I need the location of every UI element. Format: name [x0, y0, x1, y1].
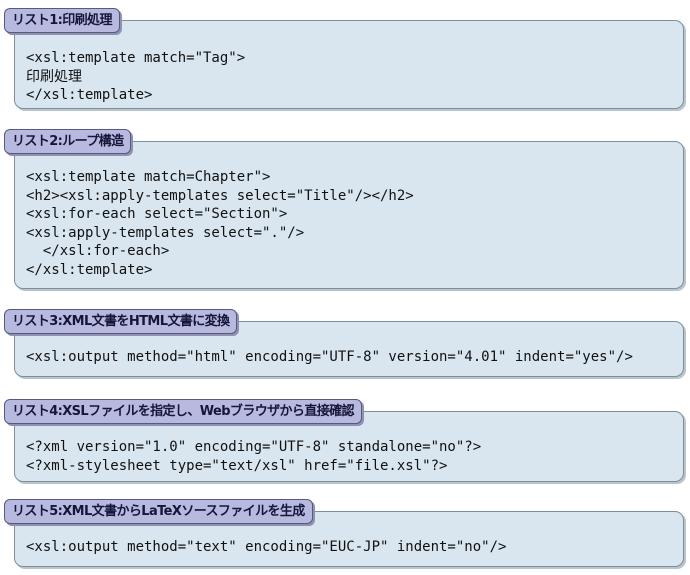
code-box	[14, 20, 684, 109]
code-line: <xsl:for-each select="Section">	[26, 206, 288, 222]
listing-title: リスト1:印刷処理	[4, 8, 120, 33]
code-line: <xsl:output method="html" encoding="UTF-…	[26, 349, 633, 365]
code-box	[14, 141, 684, 289]
listing-title: リスト4:XSLファイルを指定し、Webブラウザから直接確認	[4, 399, 362, 424]
code-line: <xsl:template match=Chapter">	[26, 169, 271, 185]
divider	[126, 20, 666, 21]
code-block: <?xml version="1.0" encoding="UTF-8" sta…	[26, 438, 481, 475]
code-block: <xsl:template match=Chapter"> <h2><xsl:a…	[26, 168, 414, 279]
listing-title: リスト3:XML文書をHTML文書に変換	[4, 309, 238, 334]
code-line: <?xml-stylesheet type="text/xsl" href="f…	[26, 457, 448, 474]
code-line: <xsl:template match="Tag">	[26, 50, 246, 66]
divider	[306, 511, 666, 512]
code-line: 印刷処理	[26, 68, 82, 85]
code-block: <xsl:template match="Tag"> 印刷処理 </xsl:te…	[26, 49, 245, 105]
listing-title: リスト2:ループ構造	[4, 129, 132, 154]
code-block: <xsl:output method="text" encoding="EUC-…	[26, 538, 506, 557]
divider	[246, 321, 666, 322]
code-block: <xsl:output method="html" encoding="UTF-…	[26, 348, 633, 367]
code-line: </xsl:template>	[26, 87, 153, 103]
divider	[356, 411, 666, 412]
listing-title: リスト5:XML文書からLaTeXソースファイルを生成	[4, 499, 313, 524]
code-line: <?xml version="1.0" encoding="UTF-8" sta…	[26, 439, 482, 455]
code-line: <h2><xsl:apply-templates select="Title"/…	[26, 187, 414, 204]
divider	[136, 141, 666, 142]
code-line: </xsl:template>	[26, 261, 153, 278]
code-line: <xsl:output method="text" encoding="EUC-…	[26, 539, 507, 555]
code-line: <xsl:apply-templates select="."/>	[26, 224, 305, 241]
code-line: </xsl:for-each>	[26, 243, 170, 259]
